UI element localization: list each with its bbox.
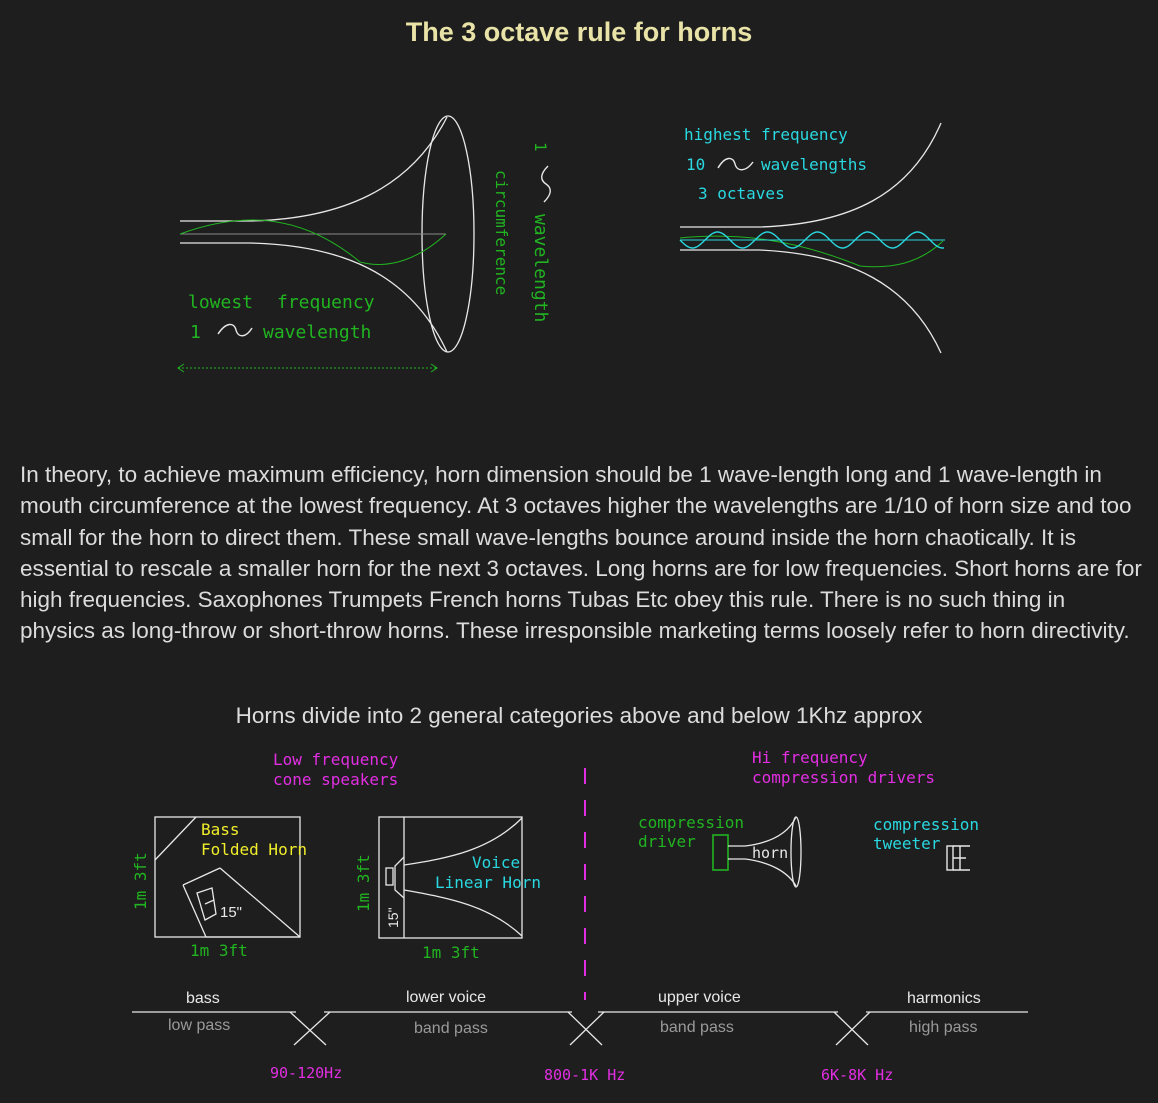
low-category-line2: cone speakers	[273, 770, 398, 789]
vertical-wavelength: wavelength	[530, 214, 551, 322]
label-frequency: frequency	[277, 292, 375, 313]
vertical-tilde-icon	[541, 165, 551, 203]
voice-horn-height: 1m 3ft	[354, 854, 373, 912]
high-frequency-horn	[680, 122, 942, 354]
tilde-icon	[217, 323, 253, 337]
bass-horn-line1: Bass	[201, 820, 240, 839]
compression-driver-line1: compression	[638, 813, 744, 832]
voice-driver-size: 15"	[385, 907, 401, 928]
band-bass: bass	[186, 990, 220, 1007]
low-wave	[179, 219, 447, 265]
bass-horn-height: 1m 3ft	[131, 852, 150, 910]
voice-linear-horn	[378, 816, 523, 939]
band-low-pass: low pass	[168, 1017, 230, 1034]
label-ten: 10	[686, 155, 705, 174]
compression-horn-label: horn	[752, 844, 788, 862]
length-arrow	[177, 363, 438, 373]
tweeter-line2: tweeter	[873, 834, 941, 853]
label-wavelengths: wavelengths	[761, 155, 867, 174]
band-high-pass: high pass	[909, 1019, 978, 1036]
bass-horn-line2: Folded Horn	[201, 840, 307, 859]
hi-category-line2: compression drivers	[752, 768, 935, 787]
high-wave	[679, 231, 945, 249]
page-title: The 3 octave rule for horns	[405, 17, 753, 47]
hi-category-line1: Hi frequency	[752, 748, 868, 767]
compression-driver-line2: driver	[638, 832, 696, 851]
categories-heading: Horns divide into 2 general categories a…	[235, 703, 923, 728]
voice-horn-width: 1m 3ft	[422, 943, 480, 962]
vertical-one: 1	[531, 142, 550, 152]
voice-horn-line1: Voice	[472, 853, 520, 872]
driver-box	[712, 834, 729, 871]
label-highest-frequency: highest frequency	[684, 125, 848, 144]
label-one: 1	[190, 322, 201, 343]
band-pass-1: band pass	[414, 1020, 488, 1037]
tilde-icon	[717, 157, 754, 171]
band-pass-2: band pass	[660, 1019, 734, 1036]
band-harmonics: harmonics	[907, 990, 981, 1007]
crossover-1: 90-120Hz	[270, 1064, 342, 1082]
crossover-2: 800-1K Hz	[544, 1066, 625, 1084]
vertical-circumference: circumference	[492, 170, 511, 295]
label-lowest: lowest	[188, 292, 253, 313]
tweeter-line1: compression	[873, 815, 979, 834]
voice-horn-line2: Linear Horn	[435, 873, 541, 892]
crossover-band-line	[132, 1011, 1028, 1046]
high-low-wave	[679, 235, 944, 268]
bass-driver-size: 15"	[220, 904, 242, 921]
compression-horn	[728, 816, 802, 888]
tweeter-icon	[946, 845, 970, 871]
band-upper-voice: upper voice	[658, 989, 741, 1006]
explanation-paragraph: In theory, to achieve maximum efficiency…	[20, 462, 1142, 644]
low-category-line1: Low frequency	[273, 750, 399, 769]
bass-folded-horn	[154, 816, 301, 938]
label-octaves: 3 octaves	[698, 184, 785, 203]
band-lower-voice: lower voice	[406, 989, 486, 1006]
crossover-3: 6K-8K Hz	[821, 1066, 893, 1084]
bass-horn-width: 1m 3ft	[190, 941, 248, 960]
label-wavelength: wavelength	[263, 322, 371, 343]
